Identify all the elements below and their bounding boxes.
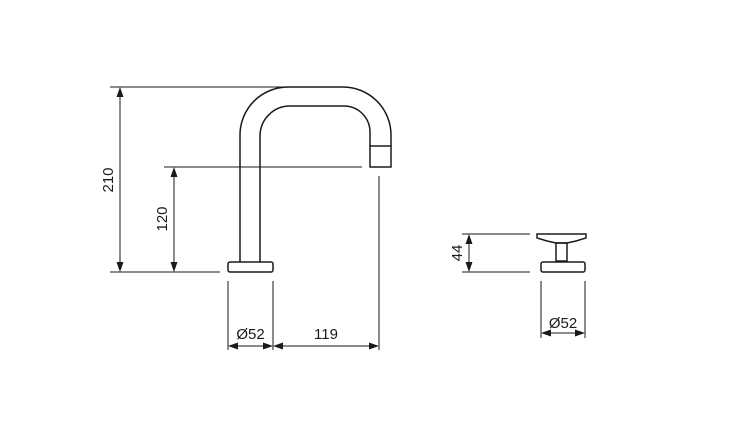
dimension-spout-reach: 119: [273, 176, 380, 350]
handle-outline: [536, 233, 587, 273]
handle-stem: [555, 242, 568, 262]
dimension-label-119: 119: [314, 326, 338, 343]
dimension-label-44: 44: [449, 245, 466, 262]
dimension-label-handle-diameter: Ø52: [549, 315, 577, 332]
spout-outline: [227, 86, 392, 273]
dimension-label-spout-diameter: Ø52: [236, 326, 264, 343]
dimension-label-120: 120: [154, 206, 171, 231]
spout-inner-edge: [259, 105, 371, 262]
dimension-spout-height: 210: [100, 86, 288, 273]
handle-base-plate: [540, 261, 586, 273]
dimension-spout-base-diameter: Ø52: [227, 281, 274, 350]
dimension-handle-base-diameter: Ø52: [540, 281, 586, 338]
dimension-handle-height: 44: [449, 233, 530, 273]
dimension-outlet-height: 120: [154, 166, 362, 272]
spout-outer-edge: [239, 86, 392, 262]
dimension-label-210: 210: [100, 167, 117, 192]
handle-cross-top: [536, 233, 587, 244]
spout-base-plate: [227, 261, 274, 273]
spout-outlet-nozzle: [369, 145, 392, 168]
